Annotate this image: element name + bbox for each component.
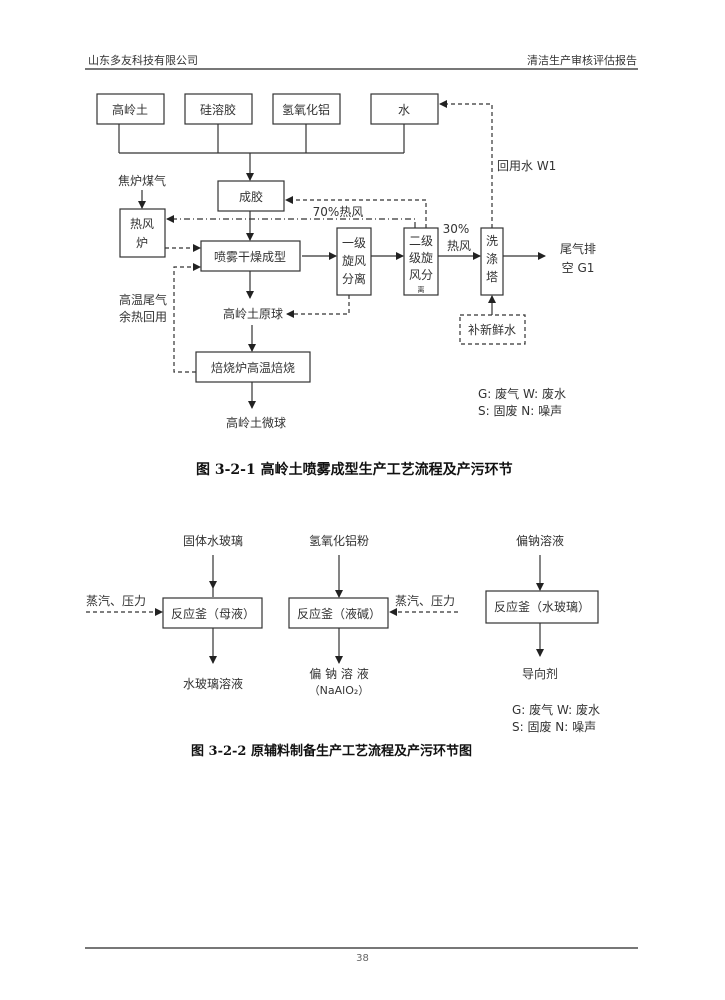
arrow-cyc1-to-raw-ball: [286, 295, 350, 318]
label-waste-heat-1: 高温尾气: [119, 292, 167, 307]
header-report-title: 清洁生产审核评估报告: [527, 54, 637, 67]
label-sodium-aluminate: 偏 钠 溶 液: [309, 666, 368, 681]
legend-1-line-1: G: 废气 W: 废水: [478, 386, 566, 401]
arrow-recycled-water: [439, 100, 493, 228]
label-reactor-water-glass: 反应釜（水玻璃）: [494, 599, 590, 614]
label-cyclone2-3: 风分: [409, 268, 433, 282]
label-spray-dry: 喷雾干燥成型: [214, 250, 286, 264]
label-raw-ball: 高岭土原球: [223, 306, 283, 321]
label-hot-stove-1: 热风: [130, 217, 154, 231]
box-water: [370, 93, 439, 125]
label-recycled-water: 回用水 W1: [497, 159, 556, 173]
label-directing-agent: 导向剂: [522, 666, 558, 681]
label-waste-heat-2: 余热回用: [119, 309, 167, 324]
label-cyclone1-1: 一级: [342, 236, 366, 250]
label-coke-gas: 焦炉煤气: [118, 173, 166, 188]
box-cyclone-2: [403, 227, 439, 296]
label-hot-air-30-1: 30%: [443, 222, 470, 236]
label-fresh-water: 补新鲜水: [468, 322, 516, 337]
legend-1-line-2: S: 固废 N: 噪声: [478, 403, 562, 418]
label-water: 水: [398, 103, 410, 117]
box-reactor-mother: [162, 597, 263, 629]
label-scrubber-3: 塔: [486, 270, 498, 284]
label-al-hydroxide-powder: 氢氧化铝粉: [309, 533, 369, 548]
label-silica-sol: 硅溶胶: [200, 102, 236, 117]
label-gel: 成胶: [239, 189, 263, 204]
legend-2-line-1: G: 废气 W: 废水: [512, 702, 600, 717]
arrow-hot-air-to-stove: [166, 215, 416, 228]
label-micro-ball: 高岭土微球: [226, 415, 286, 430]
label-aluminum-hydroxide: 氢氧化铝: [282, 102, 330, 117]
label-exhaust-2: 空 G1: [562, 261, 595, 275]
figure-2-caption: 图 3-2-2 原辅料制备生产工艺流程及产污环节图: [191, 743, 472, 759]
box-hot-stove: [119, 208, 166, 258]
page-number: 38: [356, 953, 369, 964]
label-scrubber-2: 涤: [486, 252, 498, 266]
label-col3-steam: 蒸汽、压力: [395, 593, 455, 608]
figure-2: [86, 555, 599, 664]
label-hot-air-30-2: 热风: [447, 239, 471, 253]
label-scrubber-1: 洗: [486, 234, 498, 248]
box-calcine: [195, 351, 311, 383]
box-silica-sol: [184, 93, 253, 125]
label-reactor-mother: 反应釜（母液）: [171, 606, 255, 621]
merge-lines: [118, 124, 405, 154]
label-col1-steam: 蒸汽、压力: [86, 593, 146, 608]
arrow-hot-air-to-gel: [285, 196, 427, 228]
box-reactor-lye: [288, 597, 389, 629]
header-company: 山东多友科技有限公司: [88, 54, 198, 67]
label-hot-air-70: 70%热风: [313, 205, 364, 219]
label-cyclone1-3: 分离: [342, 271, 366, 286]
box-reactor-water-glass: [485, 590, 599, 624]
label-cyclone2-1: 二级: [409, 234, 433, 248]
label-calcine: 焙烧炉高温焙烧: [211, 360, 295, 375]
figure-2-labels: 固体水玻璃 蒸汽、压力 反应釜（母液） 水玻璃溶液 氢氧化铝粉 反应釜（液碱） …: [86, 533, 600, 759]
label-reactor-lye: 反应釜（液碱）: [297, 606, 381, 621]
box-fresh-water: [459, 314, 526, 345]
header-rule: [85, 68, 638, 70]
label-kaolin: 高岭土: [112, 102, 148, 117]
footer-rule: [85, 947, 638, 949]
box-spray-dry: [200, 240, 301, 272]
box-kaolin: [96, 93, 165, 125]
label-naalo2: （NaAlO₂）: [309, 684, 370, 697]
label-solid-water-glass: 固体水玻璃: [183, 534, 243, 548]
box-cyclone-1: [336, 227, 372, 296]
label-cyclone2-4: 离: [418, 285, 425, 294]
label-sodium-meta-solution: 偏钠溶液: [516, 533, 564, 548]
figure-1: [96, 93, 546, 409]
legend-2-line-2: S: 固废 N: 噪声: [512, 719, 596, 734]
label-exhaust-1: 尾气排: [560, 241, 596, 256]
arrow-waste-heat: [173, 263, 201, 373]
figure-1-labels: 高岭土 硅溶胶 氢氧化铝 水 焦炉煤气 成胶 热风 炉 70%热风 喷雾干燥成型…: [112, 102, 596, 478]
label-hot-stove-2: 炉: [136, 236, 148, 250]
box-gel: [217, 180, 285, 212]
label-water-glass-solution: 水玻璃溶液: [183, 676, 243, 691]
figure-1-caption: 图 3-2-1 高岭土喷雾成型生产工艺流程及产污环节: [196, 461, 513, 478]
label-cyclone2-2: 级旋: [409, 251, 433, 265]
label-cyclone1-2: 旋风: [342, 254, 366, 268]
